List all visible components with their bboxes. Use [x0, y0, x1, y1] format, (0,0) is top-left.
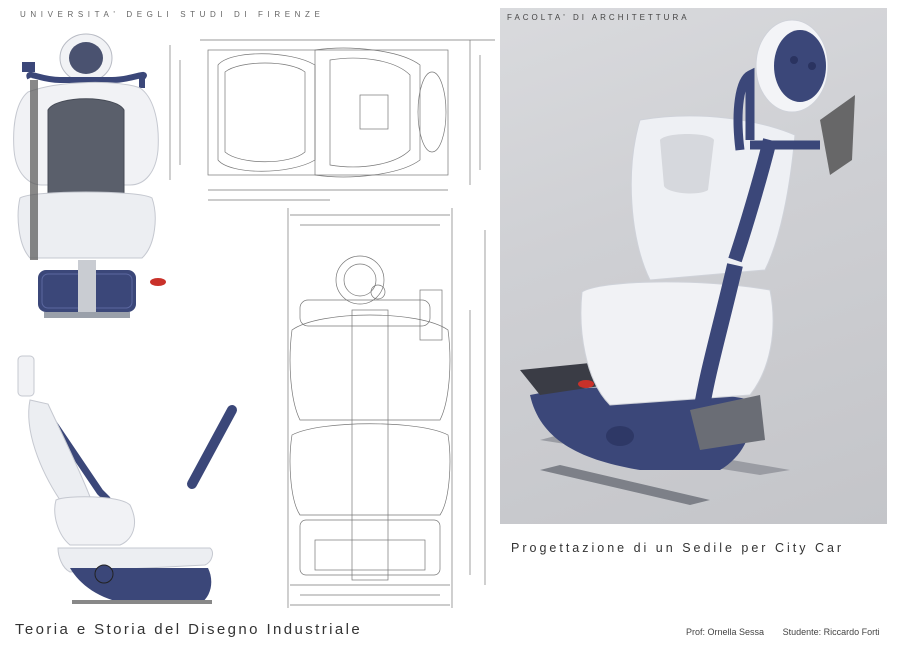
- plan-view-drawing: [287, 208, 486, 608]
- top-view-drawing: [169, 39, 495, 201]
- perspective-render: [520, 19, 855, 505]
- professor-credit: Prof: Ornella Sessa: [686, 627, 765, 637]
- credits: Prof: Ornella Sessa Studente: Riccardo F…: [686, 627, 880, 637]
- faculty-header: FACOLTA' DI ARCHITETTURA: [507, 13, 690, 22]
- front-view-drawing: [13, 33, 166, 318]
- project-title: Progettazione di un Sedile per City Car: [511, 541, 845, 555]
- course-title: Teoria e Storia del Disegno Industriale: [15, 621, 363, 638]
- side-view-drawing: [17, 355, 237, 604]
- university-header: UNIVERSITA' DEGLI STUDI DI FIRENZE: [20, 10, 325, 19]
- student-credit: Studente: Riccardo Forti: [782, 627, 880, 637]
